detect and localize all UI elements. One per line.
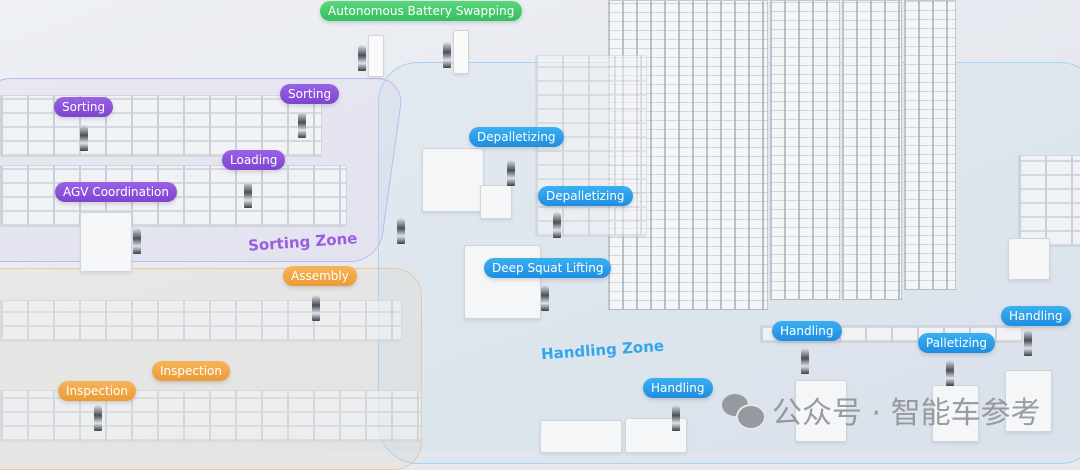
battery-station: [453, 30, 469, 74]
humanoid-robot: [553, 212, 561, 238]
storage-tower: [904, 0, 956, 290]
deep-squat-lifting-tag: Deep Squat Lifting: [484, 258, 612, 278]
inspection-tag: Inspection: [58, 381, 136, 401]
humanoid-robot: [298, 112, 306, 138]
battery-swapping-tag: Autonomous Battery Swapping: [320, 1, 523, 21]
humanoid-robot: [80, 125, 88, 151]
depalletizing-tag: Depalletizing: [469, 127, 564, 147]
humanoid-robot: [312, 295, 320, 321]
handling-tag: Handling: [643, 378, 713, 398]
humanoid-robot: [443, 42, 451, 68]
pallet-stack: [540, 420, 622, 453]
pallet-stack: [480, 185, 512, 219]
humanoid-robot: [1024, 330, 1032, 356]
pallet-stack: [80, 212, 132, 272]
storage-tower: [842, 0, 902, 300]
humanoid-robot: [94, 405, 102, 431]
battery-station: [368, 35, 384, 77]
pallet-stack: [464, 245, 541, 319]
watermark-text: 公众号 · 智能车参考: [772, 396, 1041, 431]
inspection-tag: Inspection: [152, 361, 230, 381]
wechat-icon: [722, 394, 766, 430]
humanoid-robot: [801, 348, 809, 374]
assembly-tag: Assembly: [283, 266, 357, 286]
humanoid-robot: [244, 182, 252, 208]
handling-tag: Handling: [772, 321, 842, 341]
palletizing-tag: Palletizing: [918, 333, 995, 353]
pallet-stack: [1008, 238, 1050, 280]
humanoid-robot: [672, 405, 680, 431]
pallet-stack: [1005, 370, 1052, 432]
pallet-stack: [422, 148, 484, 212]
pallet-stack: [932, 385, 979, 442]
agv-coordination-tag: AGV Coordination: [55, 182, 178, 202]
sorting-tag: Sorting: [280, 84, 340, 104]
humanoid-robot: [946, 360, 954, 386]
humanoid-robot: [507, 160, 515, 186]
pallet-stack: [795, 380, 847, 442]
watermark: 公众号 · 智能车参考: [722, 388, 1041, 432]
shelf-rack: [1018, 155, 1080, 247]
depalletizing-tag: Depalletizing: [538, 186, 633, 206]
sorting-tag: Sorting: [54, 97, 114, 117]
handling-tag: Handling: [1001, 306, 1071, 326]
humanoid-robot: [133, 228, 141, 254]
assembly-line: [0, 300, 402, 342]
humanoid-robot: [358, 45, 366, 71]
humanoid-robot: [397, 218, 405, 244]
loading-tag: Loading: [222, 150, 286, 170]
storage-tower: [770, 0, 840, 300]
humanoid-robot: [541, 285, 549, 311]
shelf-rack: [0, 95, 322, 157]
